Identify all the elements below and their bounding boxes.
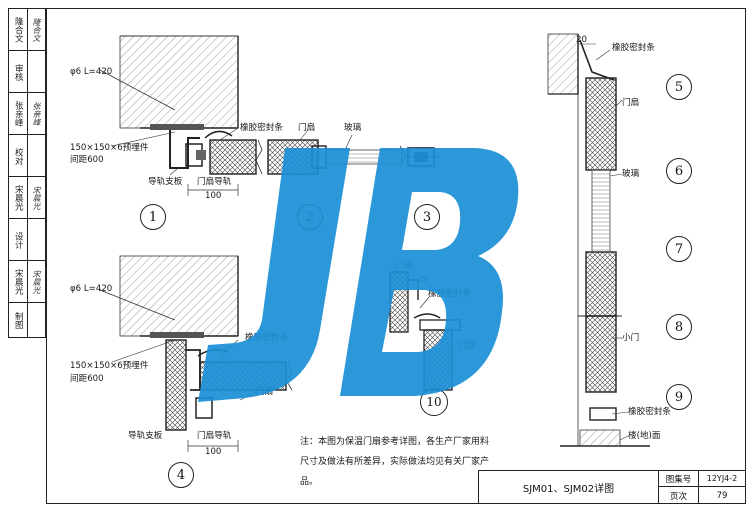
atlas-label: 图集号 [659,471,699,487]
detail-number-5: 5 [666,74,692,100]
detail-4-rail-bracket-label: 导轨支板 [128,431,163,441]
detail-2-drawing [267,129,407,175]
detail-10-door-bottom-label: 门扇 [458,341,476,351]
detail-number-10: 10 [420,388,448,416]
detail-4-rail-label: 门扇导轨 [197,431,232,441]
detail-4-door-label: 门扇 [256,387,274,397]
detail-3-drawing [404,147,438,167]
detail-number-3: 3 [414,204,440,230]
detail-1-dim-label: 100 [205,191,222,201]
page-label: 页次 [659,487,699,504]
sidebar-signature: 宋晨光 [32,270,41,294]
detail-number-8: 8 [666,314,692,340]
sidebar-signature: 隆合文 [32,18,41,42]
elevation-glass-label: 玻璃 [622,169,640,179]
detail-number-6: 6 [666,158,692,184]
detail-1-rod-label: φ6 L=420 [70,67,113,77]
sidebar-row: 张亲峰 张亲峰 [9,93,45,135]
drawing-frame [46,8,746,504]
elevation-seal-bottom-label: 橡胶密封条 [628,407,671,417]
detail-10-door-top-label: 门扇 [396,261,414,271]
drawing-title: SJM01、SJM02详图 [479,471,659,504]
detail-number-4: 4 [168,462,194,488]
sidebar-label: 宋晨光 [13,185,24,211]
sidebar-row: 宋晨光 宋晨光 [9,261,45,303]
detail-number-9: 9 [666,384,692,410]
sidebar-signature: 张亲峰 [32,102,41,126]
sidebar-signature: 宋晨光 [32,186,41,210]
detail-4-dim-label: 100 [205,447,222,457]
detail-4-drawing [99,255,293,452]
sidebar-row: 设计 [9,219,45,261]
detail-4-embed-label: 150×150×6预埋件 [70,361,149,371]
sidebar-label: 设计 [13,231,24,249]
sidebar-label: 校对 [13,147,24,165]
detail-1-rail-label: 门扇导轨 [197,177,232,187]
sidebar-label: 隆合文 [13,17,24,43]
sidebar-label: 制图 [13,311,24,329]
detail-10-dim-label: 15 [418,275,428,284]
detail-1-spacing-label: 间距600 [70,155,104,165]
signature-sidebar: 隆合文 隆合文 审核 张亲峰 张亲峰 校对 宋晨光 宋晨光 设计 [8,8,46,338]
detail-1-glass-label: 玻璃 [344,123,362,133]
sidebar-label: 张亲峰 [13,101,24,127]
sidebar-label: 审核 [13,63,24,81]
detail-1-door-label: 门扇 [298,123,316,133]
elevation-dim-label: 20 [576,35,587,45]
detail-1-rail-bracket-label: 导轨支板 [148,177,183,187]
detail-10-seal-label: 橡胶密封条 [428,289,471,299]
detail-4-spacing-label: 间距600 [70,374,104,384]
sidebar-row: 校对 [9,135,45,177]
detail-number-2: 2 [297,204,323,230]
detail-1-seal-label: 橡胶密封条 [240,123,283,133]
sidebar-label: 宋晨光 [13,269,24,295]
elevation-floor-label: 楼(地)面 [628,431,661,441]
drawing-note: 注：本图为保温门扇参考详图，各生产厂家用料尺寸及做法有所差异，实际做法均见有关厂… [300,437,490,487]
atlas-number: 12YJ4-2 [699,471,745,487]
sidebar-row: 宋晨光 宋晨光 [9,177,45,219]
sidebar-row: 隆合文 隆合文 [9,9,45,51]
detail-1-embed-label: 150×150×6预埋件 [70,143,149,153]
elevation-door-label: 门扇 [622,98,640,108]
elevation-small-door-label: 小门 [622,333,640,343]
sidebar-row: 制图 [9,303,45,337]
detail-number-1: 1 [140,204,166,230]
title-block: SJM01、SJM02详图 图集号 12YJ4-2 页次 79 [478,470,746,504]
elevation-seal-top-label: 橡胶密封条 [612,43,655,53]
page-number: 79 [716,490,728,501]
detail-1-drawing [99,35,263,196]
sidebar-row: 审核 [9,51,45,93]
elevation-drawing [547,33,650,447]
detail-number-7: 7 [666,236,692,262]
detail-4-rod-label: φ6 L=420 [70,284,113,294]
detail-4-seal-label: 橡胶密封条 [245,333,288,343]
